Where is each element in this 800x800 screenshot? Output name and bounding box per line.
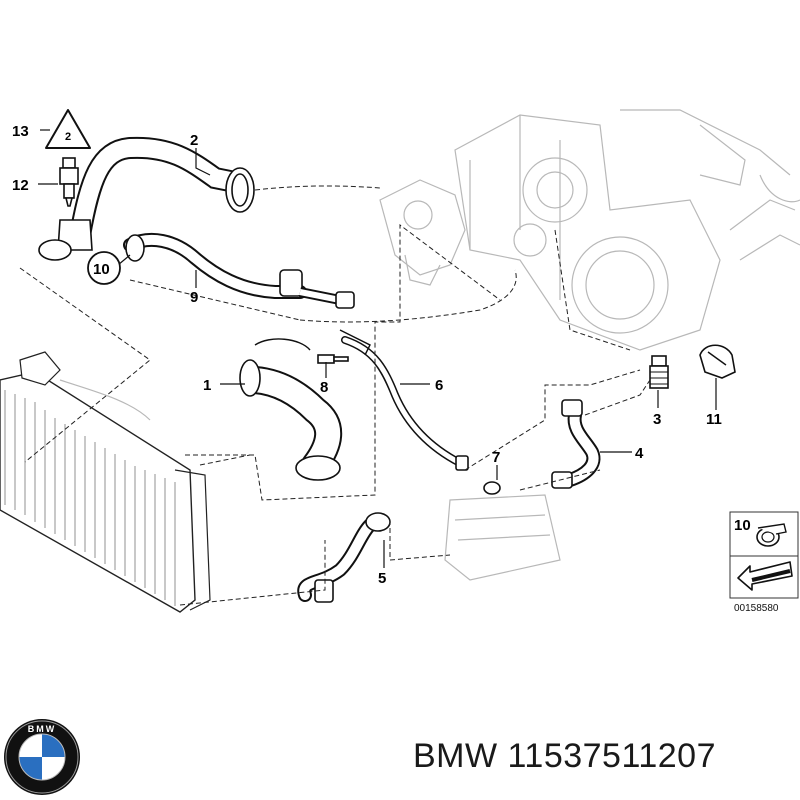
screw-plug <box>649 355 669 389</box>
assembly-lines <box>19 185 651 606</box>
lower-radiator-hose <box>239 338 343 481</box>
heater-hose <box>551 399 601 489</box>
direction-arrow-icon <box>737 561 793 591</box>
callout-13: 13 <box>12 123 29 140</box>
callout-9: 9 <box>190 289 198 306</box>
logo-lettering: BMW <box>28 724 57 734</box>
callout-4: 4 <box>635 445 644 462</box>
clamp-icon <box>756 523 787 547</box>
bolt <box>317 354 349 364</box>
engine-block-outline <box>379 109 800 581</box>
callout-8: 8 <box>320 379 328 396</box>
diagram-code: 00158580 <box>734 603 779 614</box>
callout-7: 7 <box>492 449 500 466</box>
callout-2: 2 <box>190 132 198 149</box>
hose-clip <box>699 344 736 379</box>
bypass-hose <box>123 232 355 309</box>
callout-5: 5 <box>378 570 386 587</box>
callout-10-circle <box>87 251 121 285</box>
callout-10: 10 <box>93 261 110 278</box>
callout-6: 6 <box>435 377 443 394</box>
return-hose <box>297 512 391 603</box>
temperature-sensor <box>59 157 79 207</box>
warning-icon-text: 2 <box>65 131 71 143</box>
callout-1: 1 <box>203 377 211 394</box>
callout-3: 3 <box>653 411 661 428</box>
inset-callout: 10 <box>734 517 751 534</box>
upper-radiator-hose <box>38 136 255 261</box>
callout-12: 12 <box>12 177 29 194</box>
inset-legend: 10 <box>729 511 799 599</box>
part-number-label: BMW 11537511207 <box>413 737 716 775</box>
callout-11: 11 <box>706 411 722 428</box>
hose-clamp <box>125 234 145 262</box>
radiator <box>0 351 211 613</box>
leader-lines <box>38 129 717 568</box>
bmw-logo: BMW <box>4 719 80 795</box>
warning-label-icon: 2 <box>45 109 91 149</box>
seal-ring <box>483 481 501 495</box>
coolant-pipe <box>339 329 469 471</box>
